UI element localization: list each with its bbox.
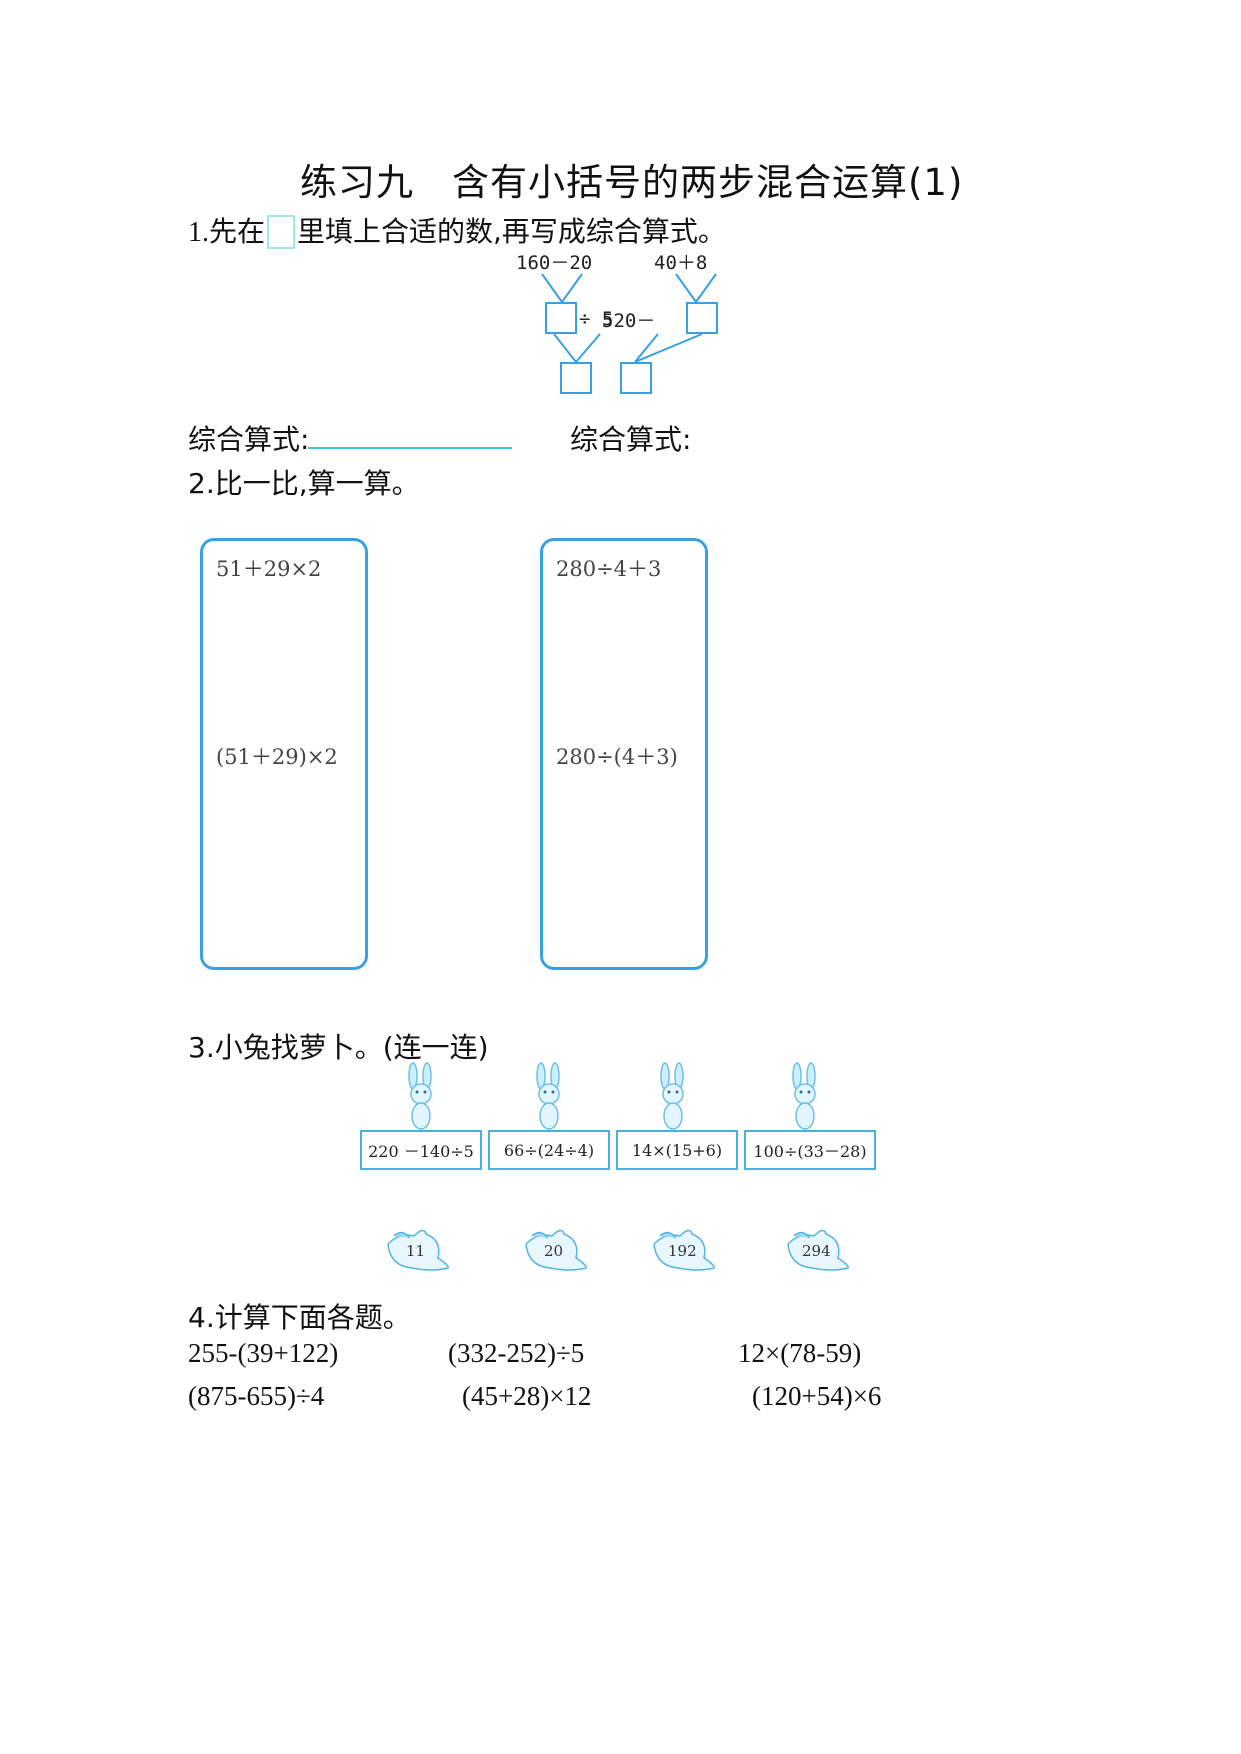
q1-flow-diagram bbox=[541, 273, 718, 394]
carrot-icon bbox=[387, 1229, 450, 1271]
compare-box-2-expr-2: 280÷(4＋3) bbox=[556, 745, 678, 769]
bunny-icon bbox=[660, 1062, 684, 1130]
q1-label-pre: 1.先在 bbox=[188, 217, 266, 248]
carrot-value-1: 11 bbox=[406, 1242, 426, 1260]
calc-problem-1: 255-(39+122) bbox=[188, 1338, 339, 1368]
calc-problem-5: (45+28)×12 bbox=[462, 1381, 592, 1411]
bunny-icon bbox=[408, 1062, 432, 1130]
q1-label-post: 里填上合适的数,再写成综合算式。 bbox=[297, 215, 726, 248]
equation-box-1[interactable]: 220 －140÷5 bbox=[360, 1130, 482, 1170]
q4-instruction: 4.计算下面各题。 bbox=[188, 1301, 411, 1334]
compare-box-2-expr-1: 280÷4＋3 bbox=[556, 557, 662, 581]
q2-instruction: 2.比一比,算一算。 bbox=[188, 467, 420, 500]
q1-answer-line-1[interactable] bbox=[308, 447, 512, 449]
diagram-top-left-expr: 160－20 bbox=[516, 252, 593, 274]
bunny-icon bbox=[536, 1062, 560, 1130]
calc-problem-4: (875-655)÷4 bbox=[188, 1381, 325, 1411]
carrot-value-3: 192 bbox=[668, 1242, 697, 1260]
calc-problem-6: (120+54)×6 bbox=[752, 1381, 882, 1411]
carrot-answer-4[interactable]: 294 bbox=[780, 1226, 856, 1274]
answer-box-4[interactable] bbox=[620, 362, 652, 394]
inline-answer-box-icon bbox=[267, 215, 296, 249]
calc-problem-2: (332-252)÷5 bbox=[448, 1338, 585, 1368]
equation-box-4[interactable]: 100÷(33－28) bbox=[744, 1130, 876, 1170]
carrot-icon bbox=[653, 1229, 716, 1271]
carrot-value-4: 294 bbox=[802, 1242, 831, 1260]
carrot-icon bbox=[787, 1229, 850, 1271]
calc-problem-3: 12×(78-59) bbox=[738, 1338, 862, 1368]
carrot-icon bbox=[525, 1229, 588, 1271]
compare-box-1 bbox=[200, 538, 368, 970]
q1-combined-label-1: 综合算式: bbox=[188, 423, 310, 456]
equation-box-2[interactable]: 66÷(24÷4) bbox=[488, 1130, 610, 1170]
diagram-top-right-expr: 40＋8 bbox=[654, 252, 708, 274]
carrot-answer-3[interactable]: 192 bbox=[646, 1226, 722, 1274]
compare-box-2 bbox=[540, 538, 708, 970]
carrot-value-2: 20 bbox=[544, 1242, 564, 1260]
answer-box-1[interactable] bbox=[545, 302, 577, 334]
page-title: 练习九 含有小括号的两步混合运算(1) bbox=[300, 161, 964, 204]
compare-box-1-expr-2: (51＋29)×2 bbox=[216, 745, 338, 769]
diagram-divide-op: ÷ 5 bbox=[579, 308, 614, 330]
equation-box-3[interactable]: 14×(15+6) bbox=[616, 1130, 738, 1170]
answer-box-3[interactable] bbox=[560, 362, 592, 394]
q3-instruction: 3.小兔找萝卜。(连一连) bbox=[188, 1031, 489, 1064]
compare-box-1-expr-1: 51＋29×2 bbox=[216, 557, 322, 581]
carrot-answer-2[interactable]: 20 bbox=[518, 1226, 594, 1274]
q1-combined-label-2: 综合算式: bbox=[570, 423, 692, 456]
answer-box-2[interactable] bbox=[686, 302, 718, 334]
q1-instruction: 1.先在里填上合适的数,再写成综合算式。 bbox=[188, 210, 726, 250]
bunny-icon bbox=[792, 1062, 816, 1130]
diagram-middle-left-num: 520－ bbox=[602, 310, 656, 332]
carrot-answer-1[interactable]: 11 bbox=[380, 1226, 456, 1274]
